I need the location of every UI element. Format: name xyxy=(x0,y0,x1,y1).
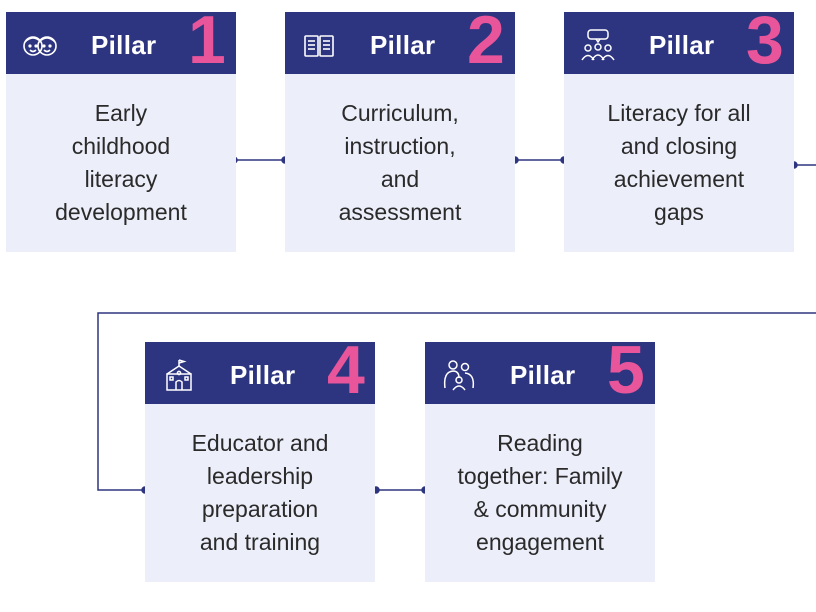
pillar-card-4: Pillar 4 Educator and leadership prepara… xyxy=(145,336,375,582)
open-book-icon xyxy=(304,35,334,57)
pillar-text: Reading together: Family & community eng… xyxy=(457,430,623,555)
pillar-number: 3 xyxy=(746,2,784,78)
connector-wrap xyxy=(97,312,816,491)
pillar-header: Pillar 1 xyxy=(6,6,236,74)
pillar-body: Curriculum, instruction, and assessment xyxy=(285,74,515,252)
pillar-text: Educator and leadership preparation and … xyxy=(191,430,329,555)
pillar-header: Pillar 3 xyxy=(564,6,794,74)
schoolhouse-icon xyxy=(166,359,192,391)
pillar-card-1: Pillar 1 Early childhood literacy develo… xyxy=(6,6,236,252)
pillar-card-5: Pillar 5 Reading together: Family & comm… xyxy=(425,336,655,582)
group-discussion-icon xyxy=(581,29,615,61)
children-faces-icon xyxy=(23,36,57,56)
pillar-number: 4 xyxy=(327,332,365,408)
pillar-header: Pillar 4 xyxy=(145,336,375,404)
pillar-label: Pillar xyxy=(510,360,576,390)
pillar-label: Pillar xyxy=(649,30,715,60)
pillar-header: Pillar 5 xyxy=(425,336,655,404)
pillar-text: Literacy for all and closing achievement… xyxy=(607,100,751,225)
pillar-text: Early childhood literacy development xyxy=(55,100,187,225)
pillar-number: 1 xyxy=(188,2,226,78)
pillar-label: Pillar xyxy=(91,30,157,60)
pillar-number: 5 xyxy=(607,332,645,408)
pillar-number: 2 xyxy=(467,2,505,78)
pillar-label: Pillar xyxy=(230,360,296,390)
pillar-body: Early childhood literacy development xyxy=(6,74,236,252)
pillar-label: Pillar xyxy=(370,30,436,60)
pillar-text: Curriculum, instruction, and assessment xyxy=(338,100,462,225)
pillar-card-2: Pillar 2 Curriculum, instruction, and as… xyxy=(285,6,515,252)
pillar-card-3: Pillar 3 Literacy for all and closing ac… xyxy=(564,6,794,252)
family-icon xyxy=(443,360,475,391)
pillar-body: Literacy for all and closing achievement… xyxy=(564,74,794,252)
pillar-header: Pillar 2 xyxy=(285,6,515,74)
pillar-body: Educator and leadership preparation and … xyxy=(145,404,375,582)
pillar-body: Reading together: Family & community eng… xyxy=(425,404,655,582)
